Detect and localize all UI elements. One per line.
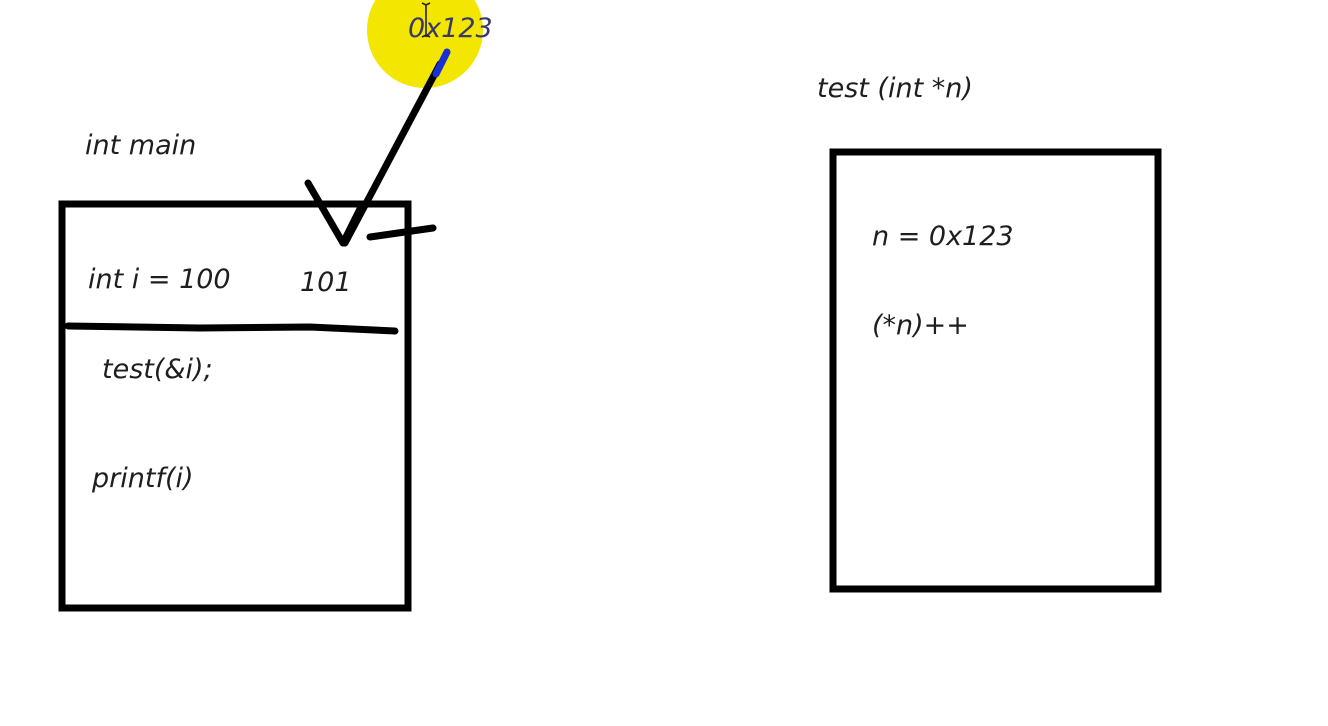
variable-declaration: int i = 100 [88, 264, 231, 295]
dereference-increment: (*n)++ [872, 310, 969, 341]
main-frame-box [58, 200, 412, 612]
print-statement: printf(i) [92, 463, 194, 494]
test-frame-title: test (int *n) [817, 73, 973, 104]
test-frame-box [829, 148, 1162, 593]
pointer-arrowhead [304, 179, 366, 247]
main-frame-title: int main [85, 130, 197, 161]
address-highlight [367, 0, 483, 88]
updated-value: 101 [300, 267, 352, 298]
address-label: 0x123 [408, 13, 493, 44]
main-frame-divider [64, 322, 399, 335]
strike-mark [366, 224, 437, 241]
text-cursor-icon [421, 2, 431, 38]
pointer-arrow-stem [432, 48, 451, 78]
parameter-assignment: n = 0x123 [872, 221, 1014, 252]
function-call: test(&i); [102, 354, 213, 385]
